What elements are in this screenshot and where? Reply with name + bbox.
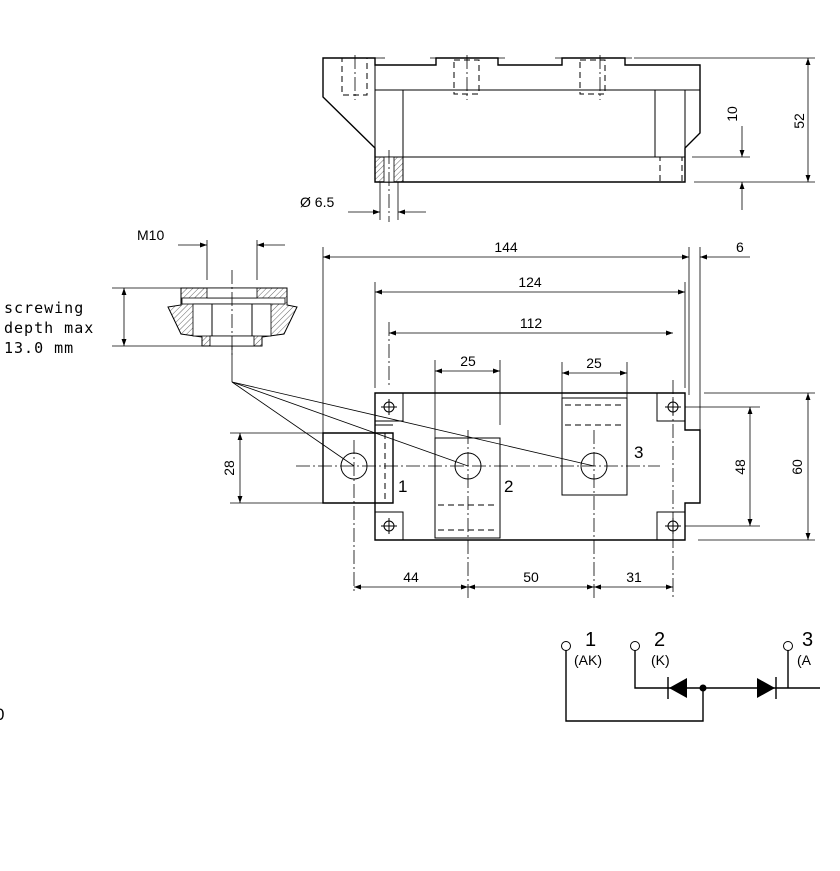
note-line-3: 13.0 mm xyxy=(4,339,74,357)
dim-label-25-right: 25 xyxy=(586,355,602,371)
terminal-label-2: 2 xyxy=(504,477,513,496)
dim-spacing-124: 124 xyxy=(374,274,686,388)
dim-label-60: 60 xyxy=(789,459,805,475)
schematic-pin-1-role: (AK) xyxy=(574,652,602,668)
dim-label-10: 10 xyxy=(724,106,740,122)
dim-base-10: 10 xyxy=(692,106,750,210)
side-view xyxy=(322,55,701,222)
schematic-pin-1: 1 xyxy=(585,629,596,651)
dim-label-48: 48 xyxy=(732,459,748,475)
terminal-label-3: 3 xyxy=(634,443,643,462)
terminal-label-1: 1 xyxy=(398,477,407,496)
dim-width-25-right: 25 xyxy=(561,355,628,398)
terminal-2-pad xyxy=(434,437,501,539)
dim-width-25-left: 25 xyxy=(434,353,501,438)
dim-label-144: 144 xyxy=(494,239,518,255)
dim-height-28: 28 xyxy=(221,432,323,504)
terminal-3-pad xyxy=(561,397,628,496)
note-line-2: depth max xyxy=(4,319,94,337)
mount-hole-top-left xyxy=(381,399,397,415)
dim-label-112: 112 xyxy=(520,315,543,331)
junction-dot xyxy=(699,684,707,692)
schematic-pin-3: 3 xyxy=(802,629,813,651)
diode-right-symbol xyxy=(757,677,777,699)
dim-label-50: 50 xyxy=(523,569,539,585)
dim-label-44: 44 xyxy=(403,569,419,585)
dim-height-52: 52 xyxy=(634,57,815,183)
schematic-pin-2-role: (K) xyxy=(651,652,670,668)
dim-label-6: 6 xyxy=(736,239,744,255)
dim-length-144: 144 xyxy=(322,239,690,433)
schematic-pin-2: 2 xyxy=(654,629,665,651)
dim-wall-6: 6 xyxy=(699,239,750,430)
dim-spacing-48: 48 xyxy=(685,406,760,527)
top-view: 1 2 3 xyxy=(296,322,701,598)
mount-hole-bottom-left xyxy=(381,518,397,534)
dim-label-diameter: Ø 6.5 xyxy=(300,194,334,210)
cropped-edge-text: 0 xyxy=(0,705,4,724)
dim-label-31: 31 xyxy=(626,569,642,585)
schematic-pin-3-role: (A xyxy=(797,652,812,668)
dim-label-m10: M10 xyxy=(137,227,164,243)
note-line-1: screwing xyxy=(4,299,84,317)
dim-pitch-row: 44 50 31 xyxy=(354,569,673,590)
terminal-detail: M10 screwing depth max 13.0 mm xyxy=(4,227,595,467)
diode-left-symbol xyxy=(667,677,687,699)
dim-label-28: 28 xyxy=(221,460,237,476)
terminal-1-pad xyxy=(322,424,394,504)
dim-span-112: 112 xyxy=(389,315,673,336)
dim-hole-diameter: Ø 6.5 xyxy=(300,182,426,220)
dim-label-124: 124 xyxy=(518,274,542,290)
circuit-schematic: 1 (AK) 2 (K) 3 (A xyxy=(561,629,820,722)
dim-width-60: 60 xyxy=(698,392,815,541)
dim-label-52: 52 xyxy=(791,113,807,129)
dim-label-25-left: 25 xyxy=(460,353,476,369)
